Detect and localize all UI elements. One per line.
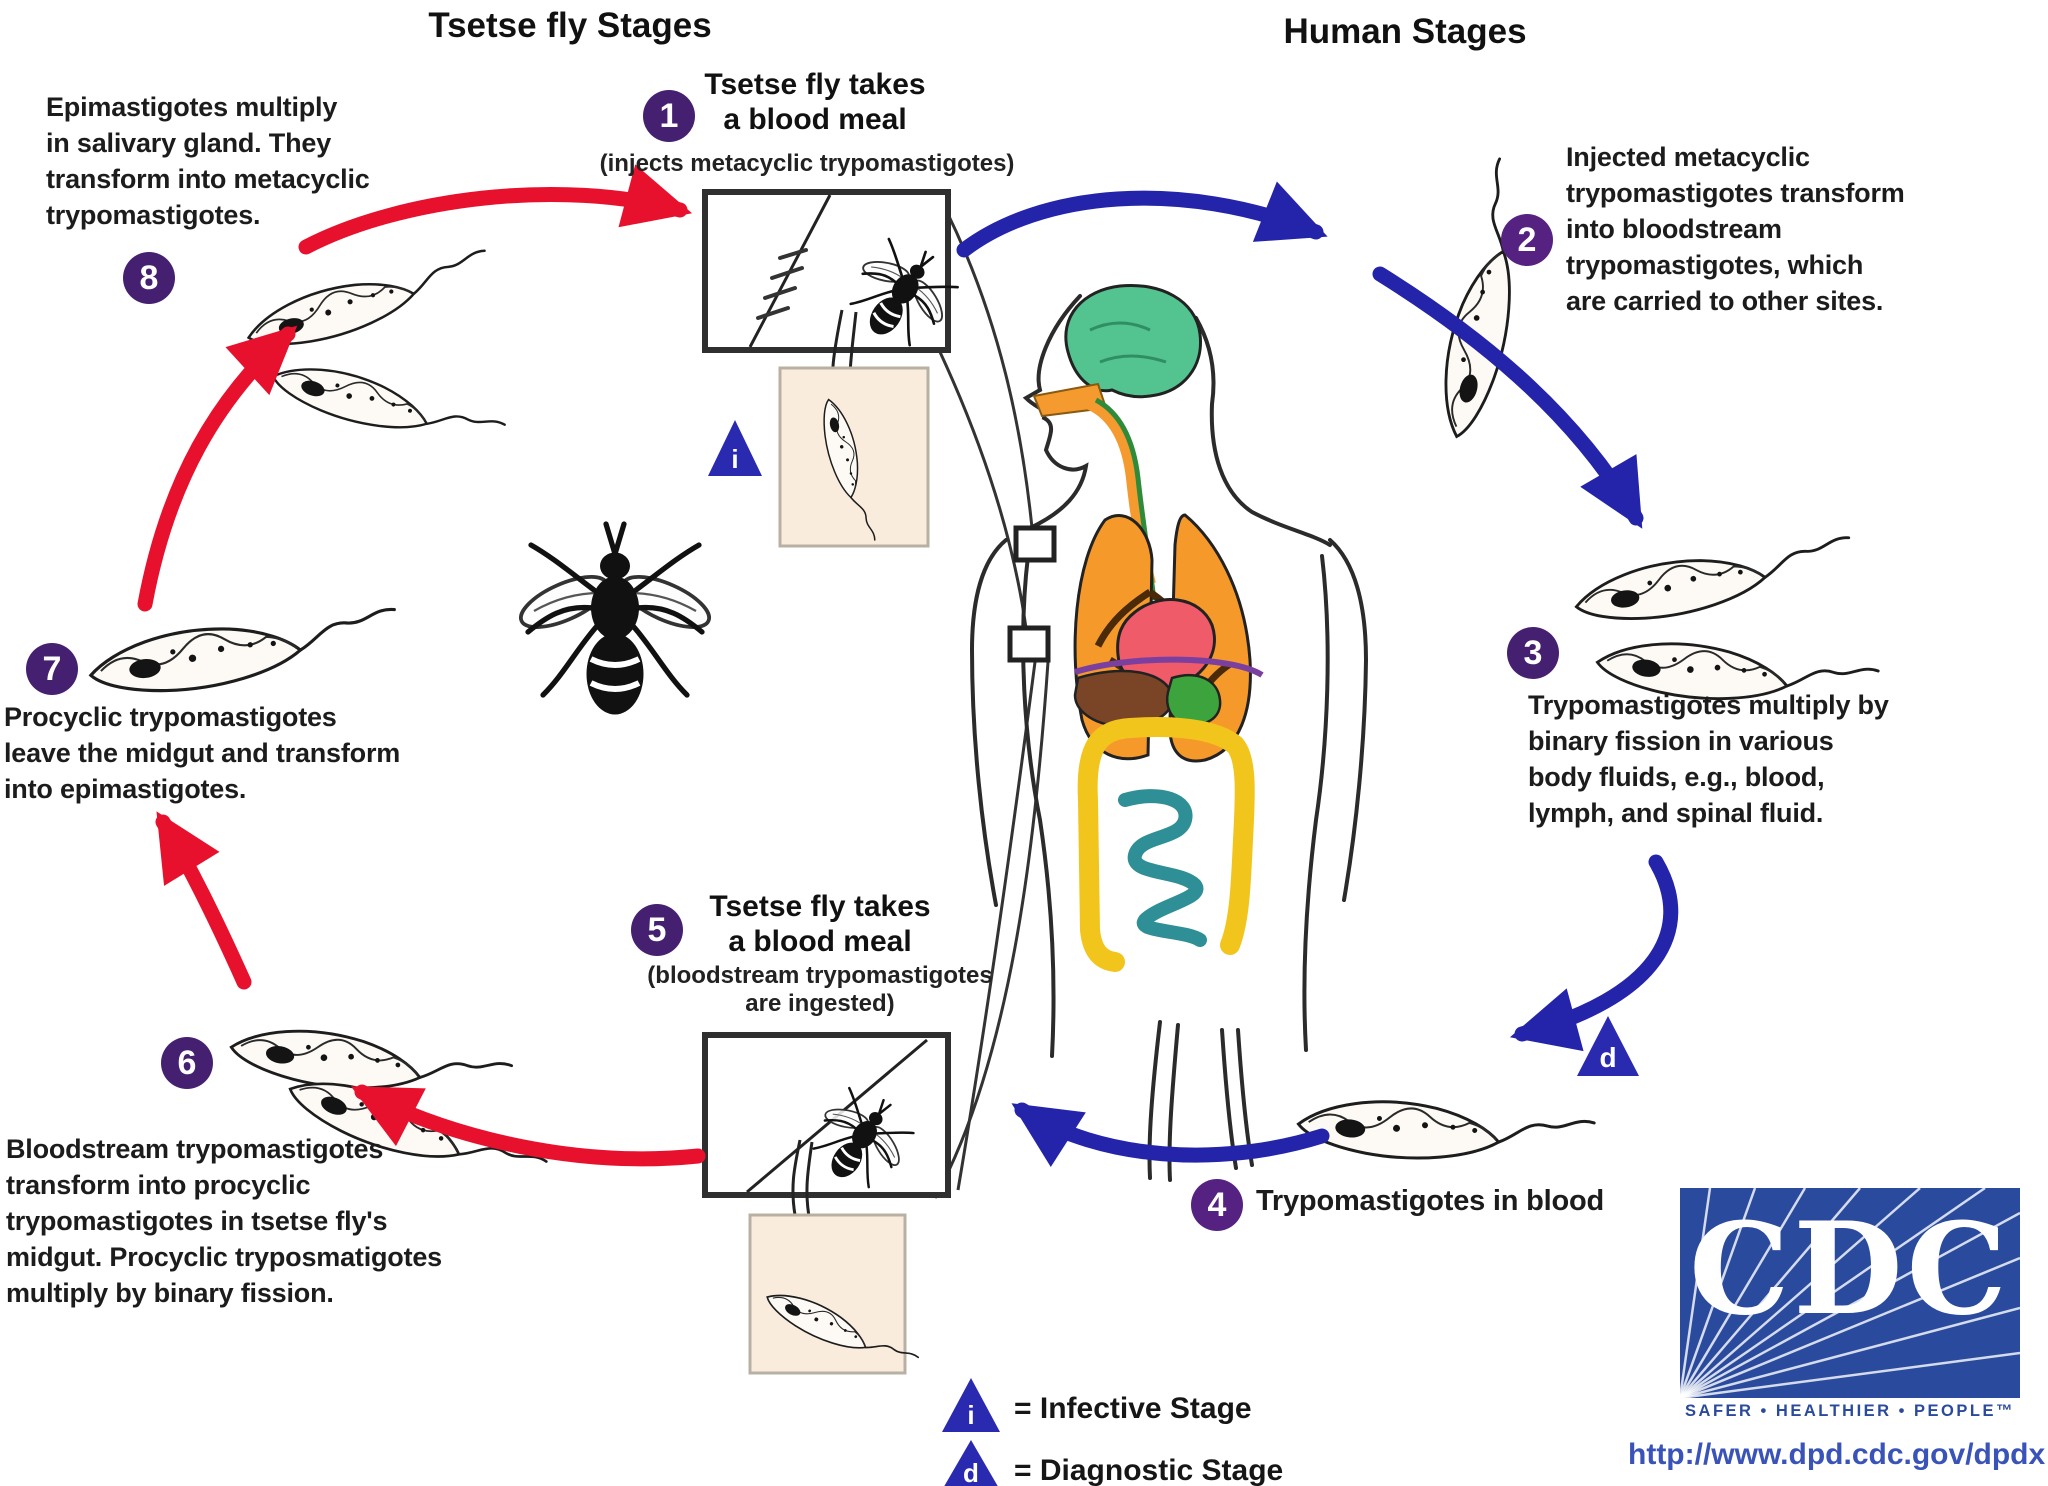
body-callout-square-1 xyxy=(1013,525,1057,563)
injected-parasite-inset-top xyxy=(778,366,930,548)
step-1-badge: 1 xyxy=(643,90,695,142)
legend-infective-letter: i xyxy=(967,1400,975,1430)
legend-diagnostic-letter: d xyxy=(963,1458,979,1486)
dpdx-url-link[interactable]: http://www.dpd.cdc.gov/dpdx xyxy=(1628,1438,2046,1471)
step-2-text: Injected metacyclic trypomastigotes tran… xyxy=(1566,142,1905,316)
step-3-text: Trypomastigotes multiply by binary fissi… xyxy=(1528,690,1889,828)
fly-bite-box-bottom xyxy=(702,1032,951,1223)
step-4-text: Trypomastigotes in blood xyxy=(1256,1185,1605,1217)
ingested-parasite-inset-bottom xyxy=(748,1213,920,1385)
human-body-illustration xyxy=(969,283,1369,1182)
tsetse-stages-title: Tsetse fly Stages xyxy=(428,6,712,45)
infective-stage-letter: i xyxy=(731,444,739,474)
step-1-text: Tsetse fly takes a blood meal xyxy=(704,68,926,136)
cdc-logo-rays xyxy=(1680,1188,2020,1398)
legend-infective-label: = Infective Stage xyxy=(1014,1392,1252,1425)
step-5-badge: 5 xyxy=(631,904,683,956)
legend-diagnostic-label: = Diagnostic Stage xyxy=(1014,1454,1284,1486)
step-6-badge: 6 xyxy=(161,1037,213,1089)
callout-leader-lines xyxy=(933,209,1050,1199)
blue-cycle-arrows xyxy=(956,181,1679,1168)
step-6-text: Bloodstream trypomastigotes transform in… xyxy=(6,1134,442,1308)
fly-bite-box-top xyxy=(702,189,973,426)
human-stages-title: Human Stages xyxy=(1283,12,1527,51)
red-cycle-arrows xyxy=(137,164,706,1167)
step-2-badge: 2 xyxy=(1501,214,1553,266)
tsetse-fly-illustration xyxy=(514,524,716,715)
diagnostic-stage-letter: d xyxy=(1599,1042,1617,1073)
step-8-badge: 8 xyxy=(123,252,175,304)
step-5-text: Tsetse fly takes a blood meal xyxy=(709,890,931,958)
step-8-text: Epimastigotes multiply in salivary gland… xyxy=(46,92,370,230)
step-3-badge: 3 xyxy=(1507,627,1559,679)
step-5-subtext: (bloodstream trypomastigotes are ingeste… xyxy=(647,962,993,1017)
step-1-subtext: (injects metacyclic trypomastigotes) xyxy=(599,150,1015,177)
cdc-logo-letters: CDC xyxy=(1689,1195,2011,1343)
cdc-tagline: SAFER • HEALTHIER • PEOPLE™ xyxy=(1685,1402,2015,1420)
step-4-badge: 4 xyxy=(1191,1179,1243,1231)
step-7-badge: 7 xyxy=(26,643,78,695)
body-callout-square-2 xyxy=(1007,625,1051,663)
step-7-text: Procyclic trypomastigotes leave the midg… xyxy=(4,702,401,804)
cdc-logo: CDC xyxy=(1680,1188,2020,1398)
